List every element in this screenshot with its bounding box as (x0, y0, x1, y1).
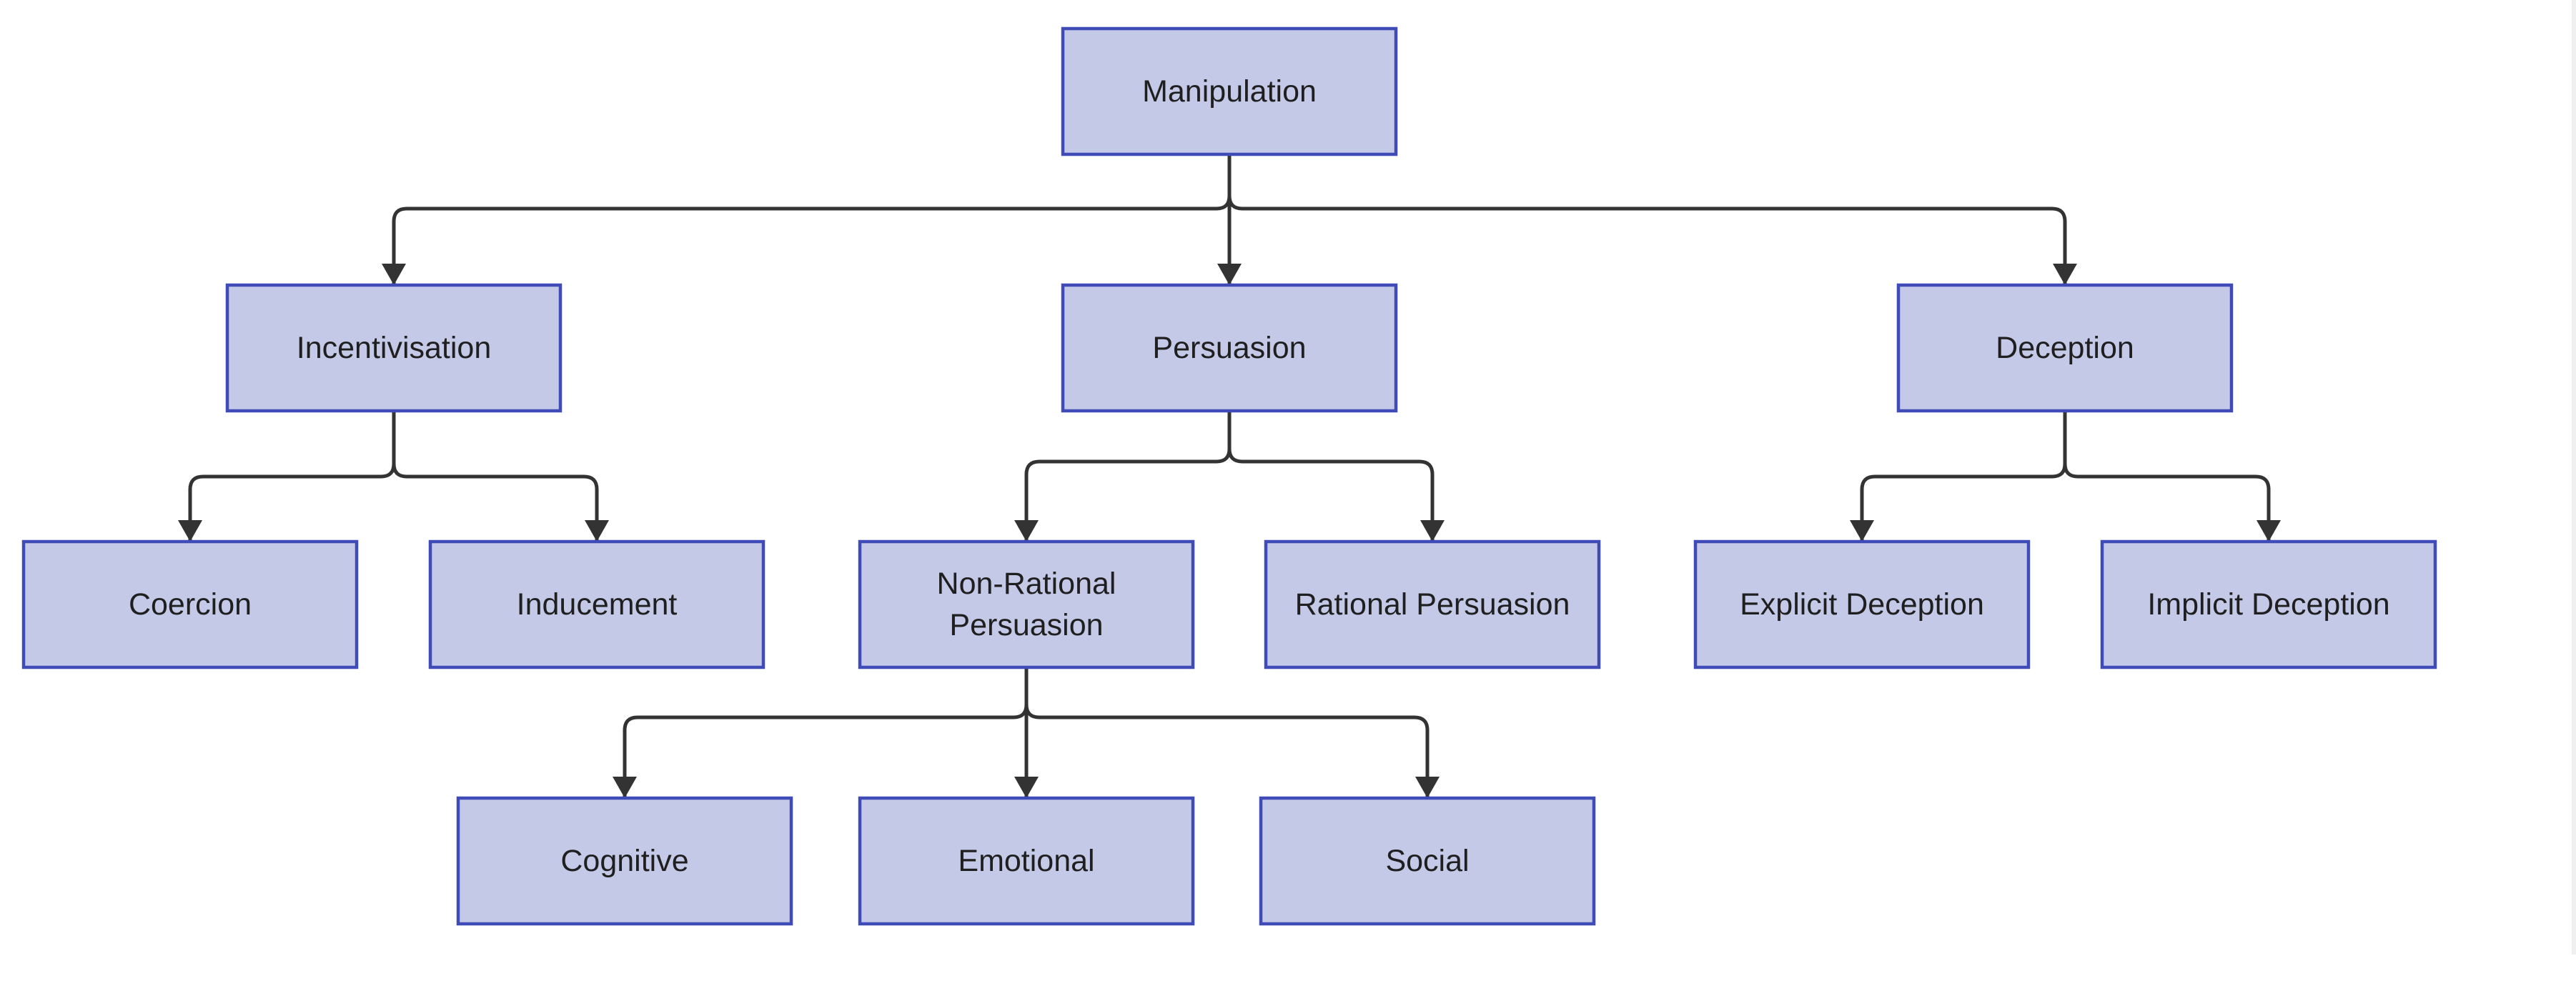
node-label: Cognitive (560, 844, 688, 878)
node-manipulation: Manipulation (1061, 26, 1398, 156)
edge-deception-to-explicit-deception (1860, 411, 2067, 540)
node-box (225, 283, 563, 413)
node-label: Inducement (517, 587, 678, 622)
node-box (1061, 283, 1398, 413)
node-box (1693, 539, 2031, 669)
arrowhead-cognitive (613, 777, 637, 798)
node-deception: Deception (1896, 283, 2234, 413)
edge-persuasion-to-non-rational-persuasion (1024, 411, 1232, 540)
node-label: Persuasion (1152, 331, 1306, 365)
edge-incentivisation-to-inducement (392, 411, 599, 540)
node-label: Deception (1996, 331, 2134, 365)
arrowhead-social (1415, 777, 1440, 798)
edge-manipulation-to-deception (1227, 154, 2067, 284)
edge-persuasion-to-rational-persuasion (1227, 411, 1435, 540)
node-box (456, 796, 793, 926)
arrowhead-incentivisation (382, 264, 406, 285)
node-box (1259, 796, 1596, 926)
arrowhead-implicit-deception (2257, 520, 2281, 542)
node-box (1896, 283, 2234, 413)
arrowhead-persuasion (1217, 264, 1242, 285)
node-label: Coercion (129, 587, 252, 622)
node-incentivisation: Incentivisation (225, 283, 563, 413)
arrowhead-deception (2053, 264, 2077, 285)
arrowhead-coercion (178, 520, 202, 542)
node-box (858, 539, 1195, 669)
edge-non-rational-persuasion-to-cognitive (623, 667, 1029, 797)
arrowhead-non-rational-persuasion (1014, 520, 1039, 542)
edge-manipulation-to-incentivisation (392, 154, 1232, 284)
node-label: Emotional (958, 844, 1094, 878)
edge-non-rational-persuasion-to-social (1024, 667, 1430, 797)
node-rational-persuasion: Rational Persuasion (1264, 539, 1601, 669)
edge-incentivisation-to-coercion (188, 411, 396, 540)
edge-deception-to-implicit-deception (2063, 411, 2271, 540)
arrowhead-rational-persuasion (1420, 520, 1445, 542)
node-box (21, 539, 359, 669)
node-box (1061, 26, 1398, 156)
node-box (2100, 539, 2437, 669)
node-label: Implicit Deception (2147, 587, 2389, 622)
node-box (1264, 539, 1601, 669)
scrollbar-track[interactable] (2572, 0, 2576, 955)
node-persuasion: Persuasion (1061, 283, 1398, 413)
node-box (858, 796, 1195, 926)
node-label: Non-Rational (937, 567, 1116, 601)
node-label: Rational Persuasion (1295, 587, 1570, 622)
node-label: Persuasion (949, 608, 1103, 642)
arrowhead-emotional (1014, 777, 1039, 798)
node-emotional: Emotional (858, 796, 1195, 926)
node-inducement: Inducement (428, 539, 766, 669)
node-label: Manipulation (1142, 74, 1317, 109)
node-label: Social (1385, 844, 1469, 878)
arrowhead-explicit-deception (1850, 520, 1874, 542)
node-label: Incentivisation (297, 331, 492, 365)
edges (178, 154, 2281, 798)
node-coercion: Coercion (21, 539, 359, 669)
node-box (428, 539, 766, 669)
node-label: Explicit Deception (1740, 587, 1984, 622)
arrowhead-inducement (585, 520, 609, 542)
node-cognitive: Cognitive (456, 796, 793, 926)
node-social: Social (1259, 796, 1596, 926)
node-explicit-deception: Explicit Deception (1693, 539, 2031, 669)
node-implicit-deception: Implicit Deception (2100, 539, 2437, 669)
